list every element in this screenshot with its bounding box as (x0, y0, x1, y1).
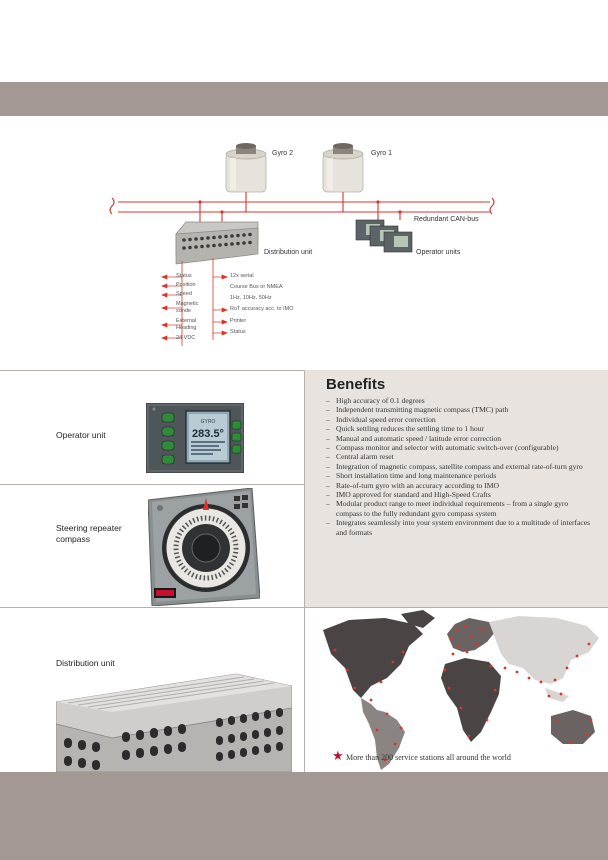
benefit-item: Compass monitor and selector with automa… (326, 443, 596, 453)
operator-units-icon (355, 219, 413, 253)
benefits-title: Benefits (326, 376, 386, 393)
operator-unit-label: Operator unit (56, 430, 106, 440)
service-station-dots (333, 624, 593, 762)
benefit-item: Rate-of-turn gyro with an accuracy accor… (326, 481, 596, 491)
divider-row-1 (0, 484, 305, 485)
gyro-1-label: Gyro 1 (371, 150, 393, 157)
input-position: Position (176, 282, 196, 288)
distribution-unit-image (56, 673, 292, 772)
benefit-item: Central alarm reset (326, 452, 596, 462)
benefit-item: Short installation time and long mainten… (326, 471, 596, 481)
benefits-list: High accuracy of 0.1 degrees Independent… (326, 396, 596, 537)
input-magnetic: Magnetic (176, 301, 199, 307)
benefit-item: High accuracy of 0.1 degrees (326, 396, 596, 406)
gyro-2-label: Gyro 2 (272, 150, 294, 157)
map-caption: More than 200 service stations all aroun… (346, 753, 511, 762)
distribution-unit-row-label: Distribution unit (56, 658, 115, 668)
svg-text:GYRO: GYRO (201, 419, 216, 425)
distribution-unit-label: Distribution unit (264, 249, 313, 256)
top-band (0, 82, 608, 116)
steering-repeater-line2: compass (56, 534, 91, 544)
input-speed: Speed (176, 291, 192, 297)
gyro-2-icon (225, 143, 267, 193)
steering-repeater-image (148, 488, 260, 606)
input-external: External (176, 318, 197, 324)
steering-repeater-line1: Steering repeater (56, 523, 122, 533)
output-frequency: 1Hz, 10Hz, 50Hz (230, 295, 272, 301)
world-map-image (323, 610, 599, 770)
input-heading: Heading (176, 325, 197, 331)
benefit-item: Individual speed error correction (326, 415, 596, 425)
input-24vdc: 24 VDC (176, 335, 196, 341)
benefit-item: Integration of magnetic compass, satelli… (326, 462, 596, 472)
bottom-band (0, 772, 608, 860)
diagram-svg (109, 143, 495, 346)
output-serial: 12x serial (230, 273, 254, 279)
can-bus-label: Redundant CAN-bus (414, 216, 479, 223)
operator-unit-image: GYRO 283.5° (146, 403, 244, 473)
benefit-item: Integrates seamlessly into your system e… (326, 518, 596, 537)
output-course-bus: Course Bus or NMEA (230, 284, 283, 290)
column-divider (304, 370, 305, 772)
gyro-1-icon (322, 143, 364, 193)
output-arrows (213, 274, 228, 336)
star-icon: ★ (332, 748, 344, 763)
input-status: Status (176, 273, 192, 279)
output-status: Status (230, 329, 246, 335)
benefit-item: Modular product range to meet individual… (326, 499, 596, 518)
benefit-item: Independent transmitting magnetic compas… (326, 405, 596, 415)
output-rot: RoT accuracy acc. to IMO (230, 306, 294, 312)
operator-units-label: Operator units (416, 249, 461, 256)
benefit-item: Manual and automatic speed / latitude er… (326, 434, 596, 444)
benefit-item: Quick settling reduces the settling time… (326, 424, 596, 434)
output-printer: Printer (230, 318, 247, 324)
benefit-item: IMO approved for standard and High-Speed… (326, 490, 596, 500)
steering-repeater-label: Steering repeater compass (56, 523, 122, 545)
input-sonde: sonde (176, 308, 191, 314)
distribution-unit-icon (175, 221, 259, 265)
input-arrows (161, 274, 182, 341)
system-diagram: Gyro 2 Gyro 1 Redundant CAN-bus Distribu… (0, 116, 608, 370)
operator-display-value: 283.5° (192, 428, 224, 440)
